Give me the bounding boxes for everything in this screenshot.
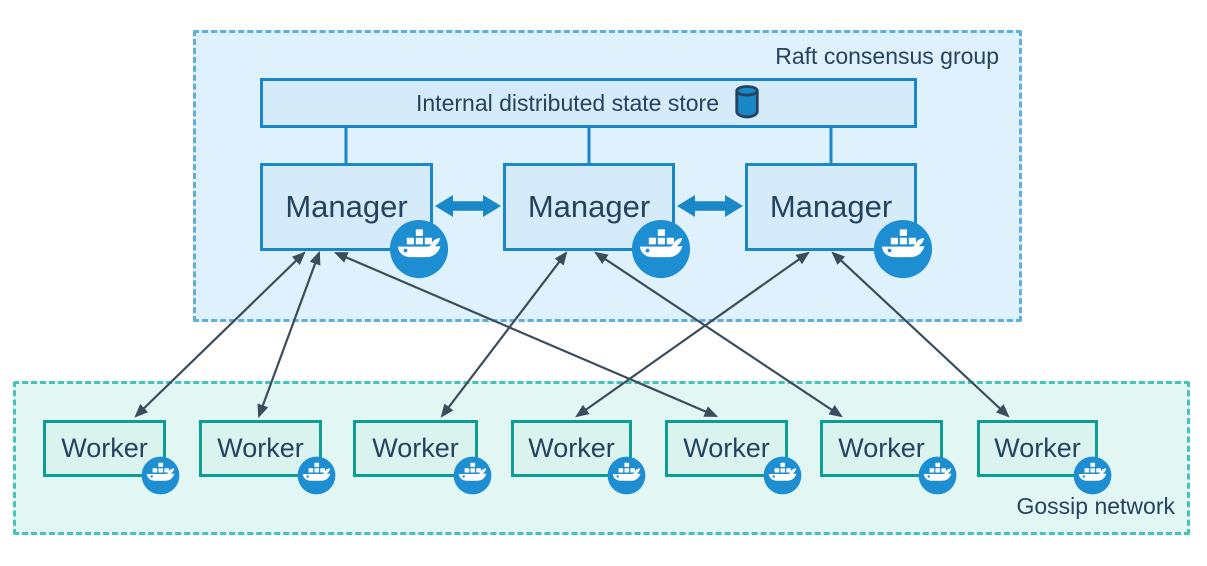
manager-3-box: Manager [745,163,933,279]
docker-whale-icon [389,219,449,279]
worker-3-box: Worker [353,420,492,495]
docker-whale-icon [1073,456,1112,495]
worker-3-label: Worker [372,433,459,463]
worker-5-label: Worker [683,433,770,463]
worker-5-box: Worker [665,420,802,495]
manager-1-label: Manager [285,189,408,224]
manager-1-box: Manager [260,163,449,279]
database-icon [735,85,759,119]
worker-1-label: Worker [61,433,148,463]
state-store-label: Internal distributed state store [416,89,719,116]
docker-whale-icon [141,456,180,495]
worker-7-label: Worker [994,433,1081,463]
worker-4-label: Worker [528,433,615,463]
docker-whale-icon [873,219,933,279]
docker-whale-icon [297,456,336,495]
worker-6-box: Worker [820,420,957,495]
docker-whale-icon [918,456,957,495]
docker-whale-icon [631,219,691,279]
manager-3-label: Manager [769,189,893,224]
worker-7-box: Worker [977,420,1112,495]
docker-whale-icon [607,456,646,495]
docker-whale-icon [453,456,492,495]
worker-6-label: Worker [838,433,925,463]
worker-2-box: Worker [199,420,336,495]
worker-1-box: Worker [43,420,180,495]
gossip-network-label: Gossip network [1016,493,1175,519]
state-store-box: Internal distributed state store [260,78,917,128]
docker-whale-icon [763,456,802,495]
worker-4-box: Worker [511,420,646,495]
manager-2-label: Manager [527,189,651,224]
raft-group-label: Raft consensus group [775,43,999,69]
worker-2-label: Worker [217,433,304,463]
manager-2-box: Manager [503,163,691,279]
